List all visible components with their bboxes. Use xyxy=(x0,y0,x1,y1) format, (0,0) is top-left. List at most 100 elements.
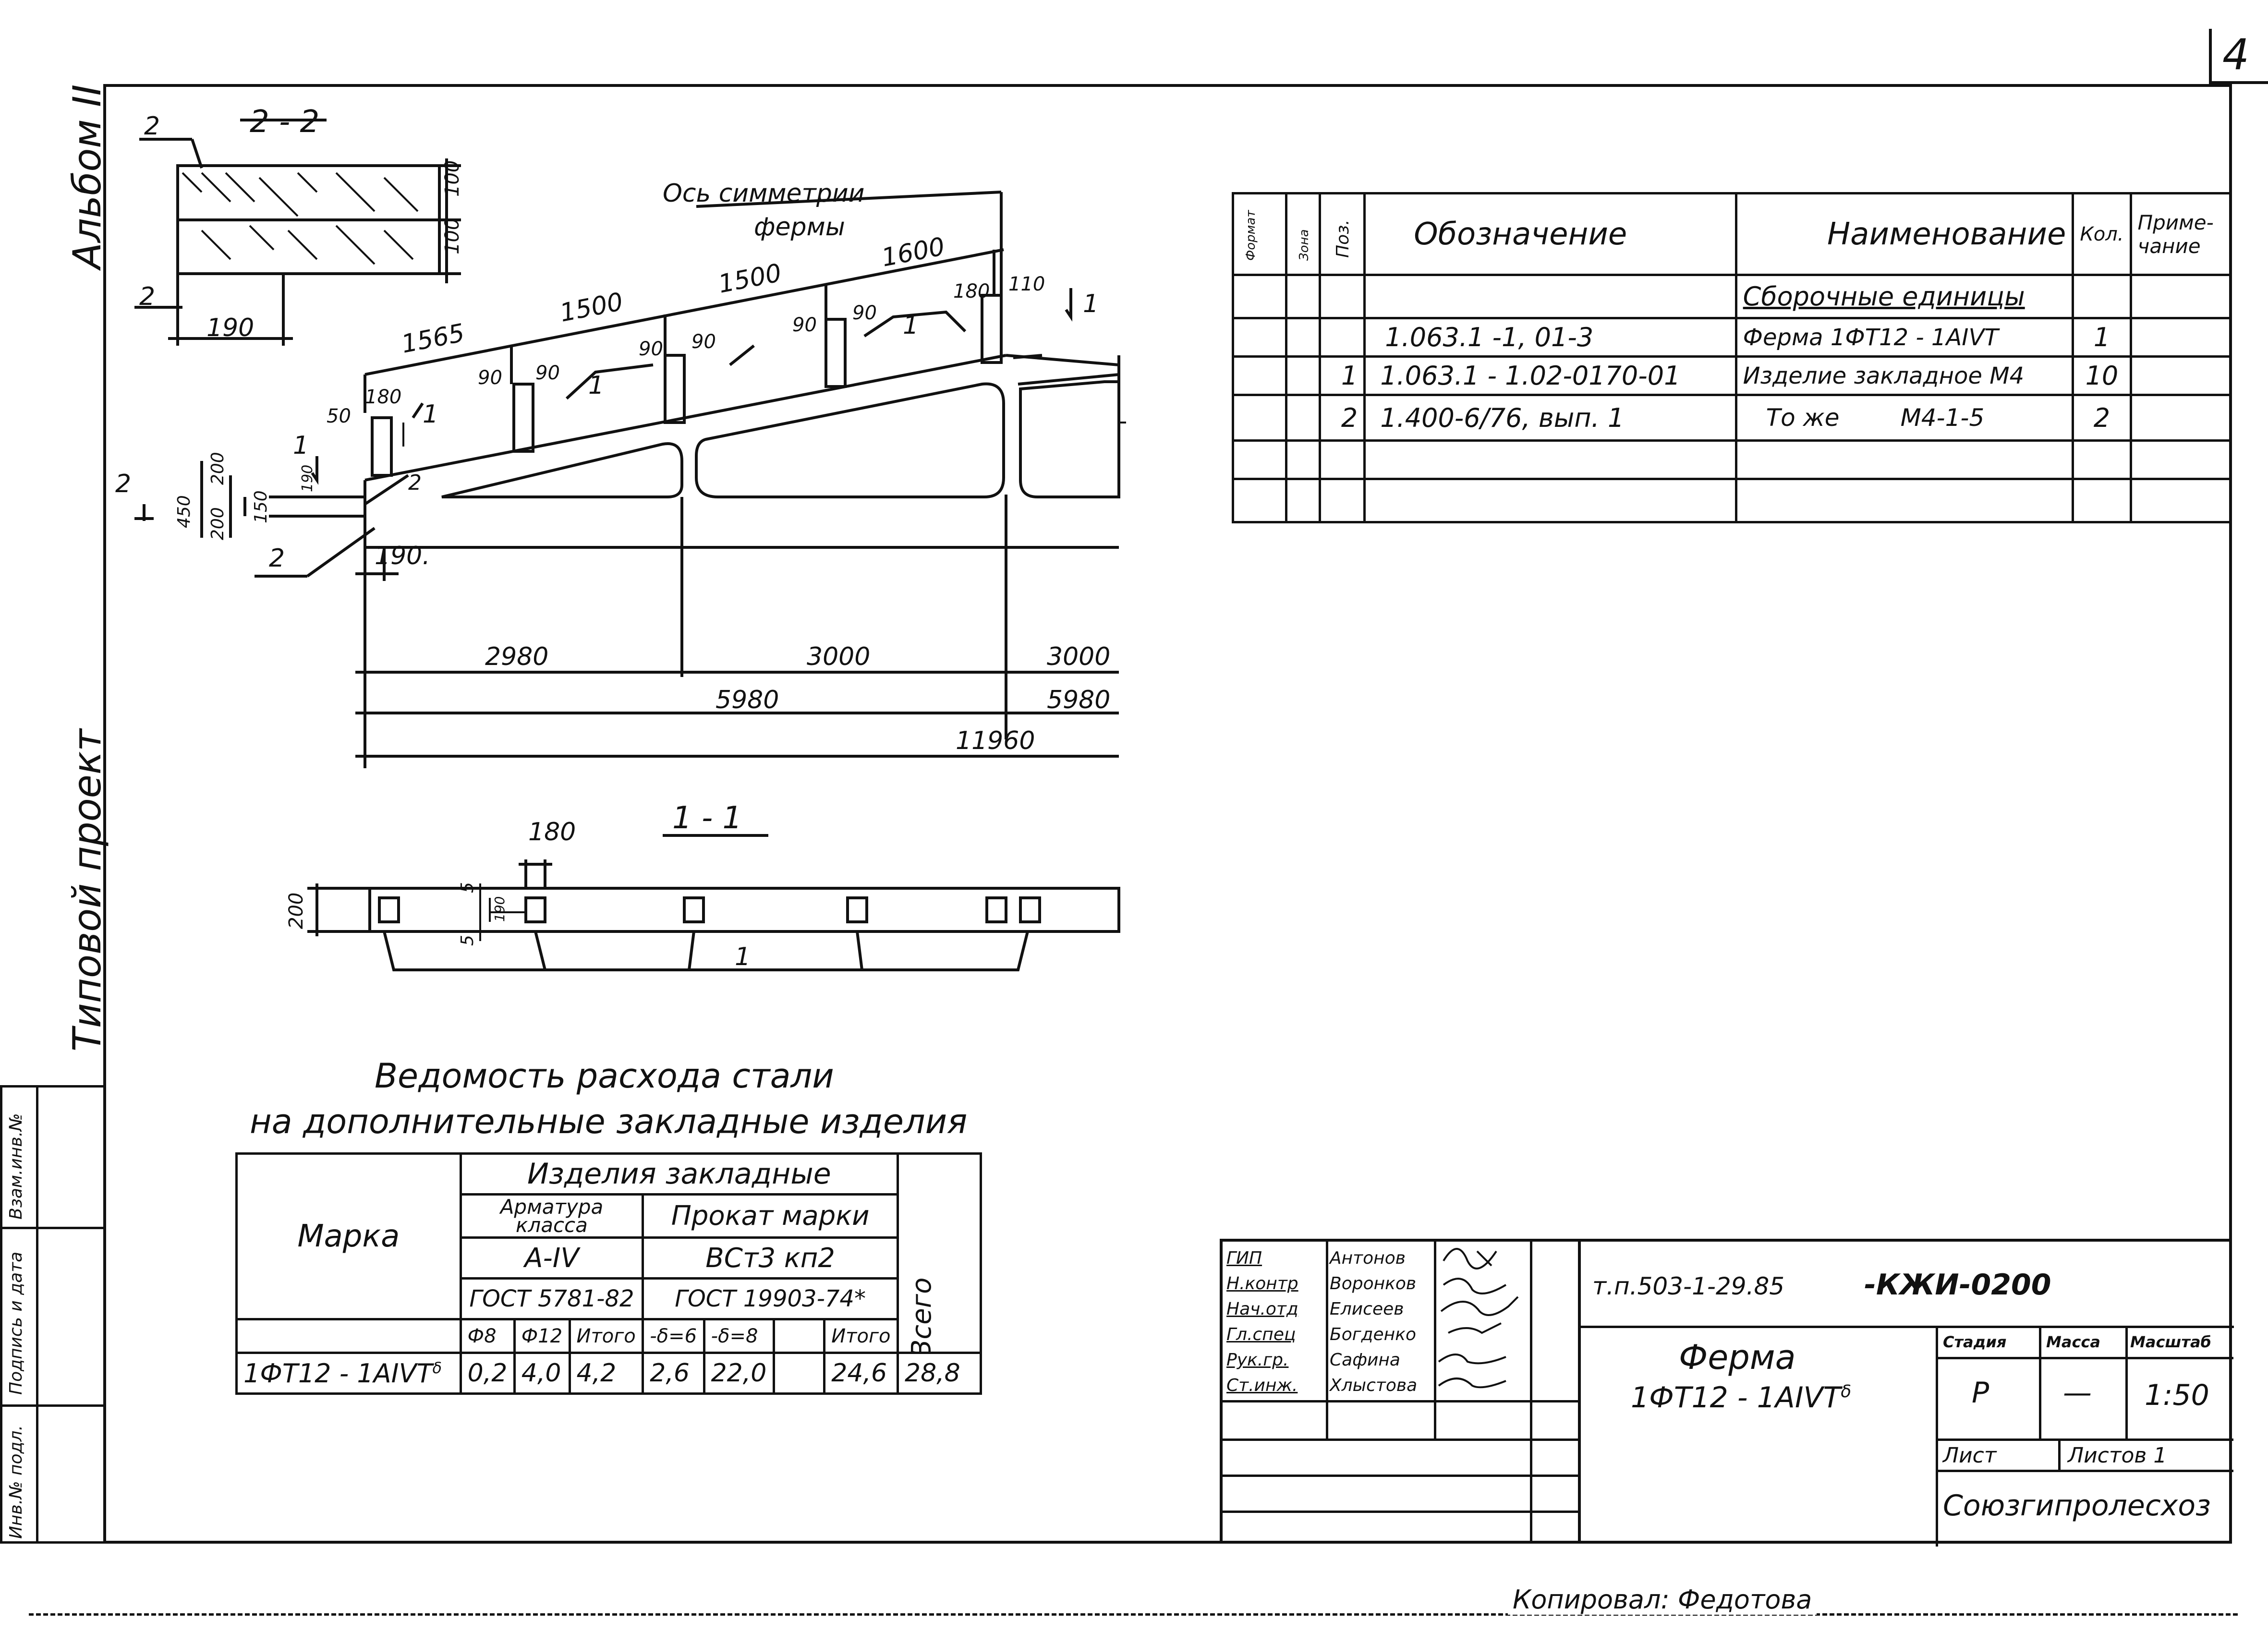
mark-2-cut-left: 2 xyxy=(115,470,131,498)
mark-1a: 1 xyxy=(423,400,438,429)
steel-col-d6: -δ=6 xyxy=(642,1318,705,1354)
dim-1565: 1565 xyxy=(399,319,467,359)
dim-3000b: 3000 xyxy=(1047,642,1110,671)
dim-s11-190: 190 xyxy=(492,896,508,922)
mark-2-left: 2 xyxy=(269,544,285,573)
dim-s11-5b: 5 xyxy=(458,935,477,946)
tb-scale-h: Масштаб xyxy=(2130,1333,2211,1351)
steel-gost-rebar: ГОСТ 5781-82 xyxy=(459,1277,644,1320)
steel-title-1: Ведомость расхода стали xyxy=(375,1056,834,1096)
dim-450: 450 xyxy=(174,495,194,528)
spec-h-qty: Кол. xyxy=(2072,192,2132,276)
mark-2: 2 xyxy=(144,112,160,141)
tb-person: Ст.инж.Хлыстова xyxy=(1226,1376,1418,1395)
signatures xyxy=(1438,1248,1519,1389)
tb-name-1: Ферма xyxy=(1679,1338,1796,1377)
copy-line xyxy=(29,1613,2238,1616)
sheet-number: 4 xyxy=(2222,30,2249,79)
section-2-2-title: 2 - 2 xyxy=(250,104,319,140)
steel-col-f12: Ф12 xyxy=(513,1318,571,1354)
steel-col-d8: -δ=8 xyxy=(703,1318,775,1354)
dim-s11-5a: 5 xyxy=(458,882,477,893)
dim-1600: 1600 xyxy=(879,232,947,273)
dim-100b: 100 xyxy=(441,218,463,254)
dim-5980a: 5980 xyxy=(716,686,779,714)
steel-h-rolled: Прокат марки xyxy=(642,1193,899,1239)
dim-s11-180: 180 xyxy=(528,818,576,846)
steel-rebar-class: А-IV xyxy=(459,1236,644,1280)
dim-3000a: 3000 xyxy=(807,642,870,671)
tb-stage-h: Стадия xyxy=(1943,1333,2007,1351)
dim-90d: 90 xyxy=(691,331,716,353)
spec-h-name: Наименование xyxy=(1734,192,2074,276)
tb-mass: — xyxy=(2063,1376,2092,1410)
dim-180a: 180 xyxy=(365,386,401,408)
dim-180b: 180 xyxy=(953,280,990,302)
spec-row xyxy=(1232,478,2232,523)
steel-grade: ВСт3 кп2 xyxy=(642,1236,899,1280)
copied-by: Копировал: Федотова xyxy=(1508,1584,1817,1615)
spec-h-format: Формат xyxy=(1232,192,1287,276)
tb-sheet-h: Лист xyxy=(1943,1443,1997,1468)
dim-90c: 90 xyxy=(639,338,663,360)
mark-1-s11: 1 xyxy=(735,943,751,971)
mark-1-cut-left: 1 xyxy=(293,431,309,460)
steel-col-total-rolled: Итого xyxy=(823,1318,899,1354)
section-1-1-beam xyxy=(368,887,1120,933)
mark-2-lower: 2 xyxy=(139,282,155,311)
dim-90a: 90 xyxy=(478,367,502,389)
spec-row xyxy=(1232,439,2232,480)
dim-110: 110 xyxy=(1008,273,1045,295)
tb-scale: 1:50 xyxy=(2145,1378,2209,1412)
section-1-1-title: 1 - 1 xyxy=(672,800,742,836)
tb-org: Союзгипролесхоз xyxy=(1943,1489,2211,1523)
tb-stage: Р xyxy=(1972,1376,1989,1410)
tb-person: Рук.гр.Сафина xyxy=(1226,1350,1400,1370)
dim-90e: 90 xyxy=(792,314,817,336)
tb-code: т.п.503-1-29.85 -КЖИ-0200 xyxy=(1592,1268,2051,1302)
dim-150: 150 xyxy=(251,490,271,523)
dim-190-vert: 190 xyxy=(299,465,316,492)
steel-col-empty xyxy=(772,1318,826,1354)
tb-name-2: 1ФТ12 - 1АIVТδ xyxy=(1631,1381,1852,1414)
spec-h-designation: Обозначение xyxy=(1363,192,1737,276)
left-stub: Инв.№ подл. Подпись и дата Взам.инв.№ xyxy=(0,1085,103,1544)
dim-90b: 90 xyxy=(535,362,560,384)
steel-col-total-rebar: Итого xyxy=(568,1318,644,1354)
stub-sign-date: Подпись и дата xyxy=(6,1251,26,1395)
steel-col-f8: Ф8 xyxy=(459,1318,516,1354)
dim-100a: 100 xyxy=(441,160,463,197)
steel-table: Марка Изделия закладные Всего Арматура к… xyxy=(235,1152,982,1395)
axis-label-1: Ось симметрии xyxy=(663,179,864,208)
stub-inv-no: Инв.№ подл. xyxy=(6,1425,26,1539)
dim-50: 50 xyxy=(327,405,351,427)
dim-11960: 11960 xyxy=(956,726,1035,755)
spec-h-note: Приме-чание xyxy=(2129,192,2232,276)
tb-sheets-h: Листов 1 xyxy=(2068,1443,2167,1468)
mark-1b: 1 xyxy=(588,371,604,400)
tb-mass-h: Масса xyxy=(2046,1333,2100,1351)
opening-2 xyxy=(695,382,1005,498)
axis-label-2: фермы xyxy=(754,213,845,242)
spec-row: Сборочные единицы xyxy=(1232,274,2232,319)
dim-2980: 2980 xyxy=(485,642,548,671)
dim-s11-200: 200 xyxy=(285,893,307,929)
dim-200a: 200 xyxy=(208,507,228,540)
spec-h-zone: Зона xyxy=(1285,192,1321,276)
dim-90f: 90 xyxy=(852,302,877,324)
steel-gost-rolled: ГОСТ 19903-74* xyxy=(642,1277,899,1320)
spec-h-pos: Поз. xyxy=(1319,192,1366,276)
dim-1500a: 1500 xyxy=(558,288,625,328)
stub-replace-inv: Взам.инв.№ xyxy=(6,1113,26,1220)
dim-1500b: 1500 xyxy=(716,259,784,299)
opening-1 xyxy=(441,442,683,498)
steel-h-total: Всего xyxy=(896,1152,982,1354)
drawing-frame xyxy=(103,84,2232,1544)
